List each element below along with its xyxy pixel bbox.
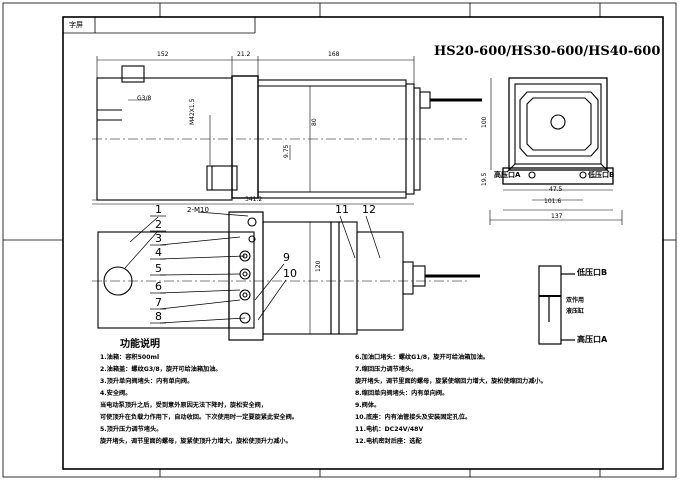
note-right-5: 9.阀体。 xyxy=(355,402,381,409)
callout-2: 2 xyxy=(155,218,162,231)
callout-12: 12 xyxy=(362,203,376,216)
port-high-a-label: 高压口A xyxy=(494,171,521,179)
title-block xyxy=(63,17,256,34)
dim-101-6: 101.6 xyxy=(544,198,562,205)
callout-11: 11 xyxy=(335,203,349,216)
cylinder-type-label-2: 液压缸 xyxy=(566,308,585,315)
note-left-7: 5.顶升压力调节堵头。 xyxy=(100,426,163,433)
dim-120: 120 xyxy=(315,260,322,272)
cylinder-type-label-1: 双作用 xyxy=(566,297,585,304)
dim-100: 100 xyxy=(481,116,488,128)
top-view-pump xyxy=(96,65,482,201)
note-left-1: 1.油箱：容积500ml xyxy=(100,354,160,361)
note-left-3: 3.顶升单向阀堵头：内有单向阀。 xyxy=(100,378,194,385)
note-left-6: 可使顶升在负载力作用下，自动收回。下次使用时一定要旋紧此安全阀。 xyxy=(100,414,298,421)
side-view xyxy=(502,77,614,185)
note-right-6: 10.底座：内有油管接头及安装固定孔位。 xyxy=(355,414,472,421)
dim-21-2: 21.2 xyxy=(237,51,251,58)
dim-m42: M42X1.5 xyxy=(189,98,196,125)
note-left-8: 旋开堵头，调节里面的螺母，旋紧使顶升力增大，旋松使顶升力减小。 xyxy=(100,438,292,445)
callout-6: 6 xyxy=(155,280,162,293)
dim-341-2: 341.2 xyxy=(245,196,263,203)
top-view-dimensions xyxy=(92,56,415,205)
note-right-4: 8.缩回单向阀堵头：内有单向阀。 xyxy=(355,390,449,397)
cylinder-symbol xyxy=(538,265,575,345)
side-view-dimensions xyxy=(489,78,623,225)
note-left-5: 当电动泵顶升之后，受到意外原因无法下降时，旋松安全阀， xyxy=(100,402,268,409)
dim-9-75: 9.75 xyxy=(283,144,290,158)
note-right-1: 6.加油口堵头：螺纹G1/8，旋开可给油箱加油。 xyxy=(355,354,489,361)
callout-9: 9 xyxy=(283,251,290,264)
callout-underlines xyxy=(150,215,166,324)
bottom-view-pump xyxy=(97,211,480,341)
dim-47-5: 47.5 xyxy=(549,186,563,193)
callout-leaders xyxy=(124,211,381,324)
dim-137: 137 xyxy=(551,213,563,220)
callout-10: 10 xyxy=(283,267,297,280)
dim-g38: G3/8 xyxy=(137,95,152,102)
callout-3: 3 xyxy=(155,232,162,245)
note-left-2: 2.油箱盖：螺纹G3/8，旋开可给油箱加油。 xyxy=(100,366,222,373)
dim-152: 152 xyxy=(157,51,169,58)
note-right-3: 旋开堵头，调节里面的螺母，旋紧使缩回力增大，旋松使缩回力减小。 xyxy=(355,378,547,385)
callout-7: 7 xyxy=(155,296,162,309)
note-right-2: 7.缩回压力调节堵头。 xyxy=(355,366,418,373)
note-left-4: 4.安全阀。 xyxy=(100,390,132,397)
model-title: HS20-600/HS30-600/HS40-600 xyxy=(434,44,661,59)
callout-5: 5 xyxy=(155,262,162,275)
dim-168: 168 xyxy=(328,51,340,58)
function-title: 功能说明 xyxy=(120,339,160,350)
dim-2-m10: 2-M10 xyxy=(187,206,209,214)
bottom-view-dimensions xyxy=(309,222,311,334)
title-block-label: 字屏 xyxy=(69,21,83,29)
inner-border xyxy=(62,16,664,470)
dim-80: 80 xyxy=(311,118,318,126)
frame-ticks xyxy=(3,3,676,477)
callout-1: 1 xyxy=(155,203,162,216)
callout-8: 8 xyxy=(155,310,162,323)
dim-19-5: 19.5 xyxy=(481,172,488,186)
callout-4: 4 xyxy=(155,246,162,259)
cylinder-low-b-label: 低压口B xyxy=(577,268,608,277)
note-right-7: 11.电机：DC24V/48V xyxy=(355,426,424,433)
cylinder-high-a-label: 高压口A xyxy=(577,335,608,344)
port-low-b-label: 低压口B xyxy=(588,171,615,179)
note-right-8: 12.电机密封后座：选配 xyxy=(355,438,422,445)
